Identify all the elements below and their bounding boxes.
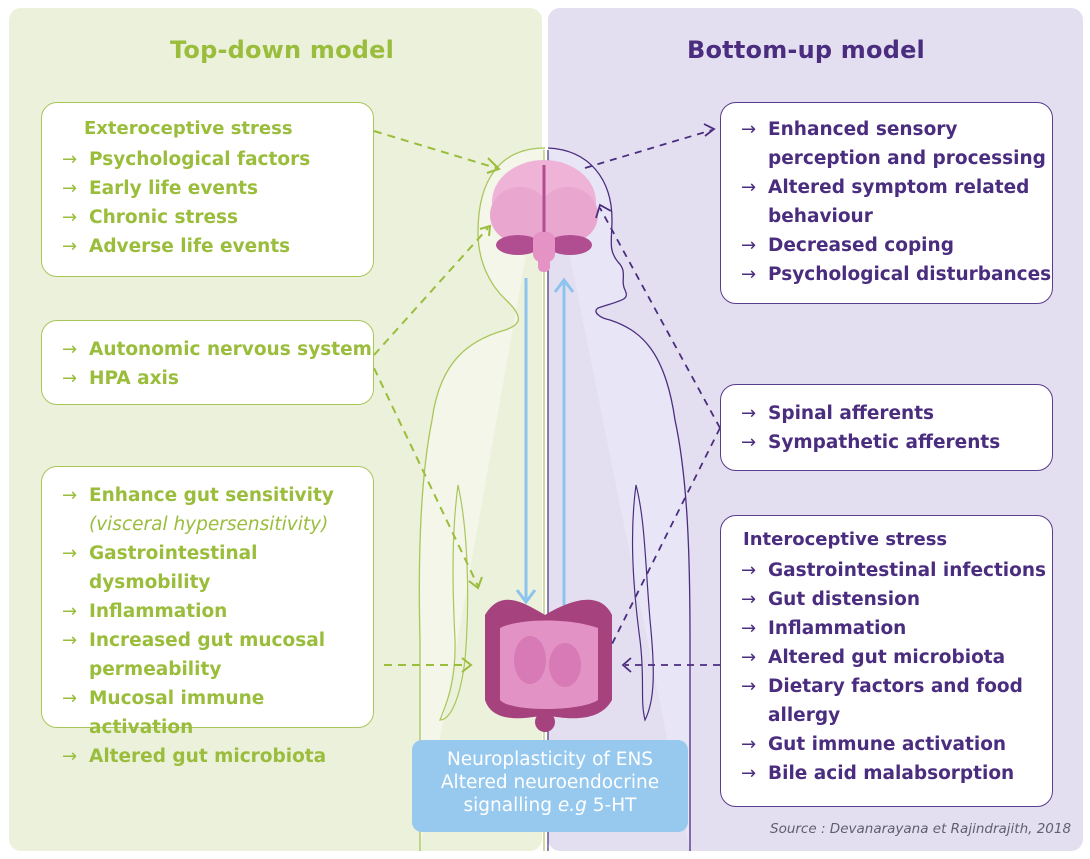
interoceptive-stress-box: Interoceptive stress →Gastrointestinal i… — [720, 515, 1053, 807]
intestine-icon — [485, 599, 612, 732]
list-item: →Gut immune activation — [741, 730, 1052, 759]
list-item: →Chronic stress — [62, 203, 373, 232]
list-item: →Altered gut microbiota — [62, 742, 373, 771]
arrow-right-icon: → — [741, 235, 757, 256]
arrow-right-icon: → — [741, 560, 757, 581]
list-item: →Enhanced sensory perception and process… — [741, 115, 1052, 173]
list-item: →Increased gut mucosal permeability — [62, 626, 373, 684]
ens-line: signalling e.g 5-HT — [463, 795, 637, 816]
list-item: →Decreased coping — [741, 231, 1052, 260]
brain-icon — [490, 160, 598, 272]
list-item: →Adverse life events — [62, 232, 373, 261]
arrow-right-icon: → — [62, 178, 78, 199]
arrow-right-icon: → — [741, 589, 757, 610]
arrow-right-icon: → — [62, 149, 78, 170]
gut-effects-box: →Enhance gut sensitivity(visceral hypers… — [41, 466, 374, 767]
ens-line: Neuroplasticity of ENS — [446, 749, 654, 770]
list-item: →Inflammation — [62, 597, 373, 626]
right-body-outline — [547, 147, 691, 851]
top-down-arrows — [373, 130, 497, 666]
list-item: →Gastrointestinal infections — [741, 556, 1052, 585]
box-heading: Interoceptive stress — [743, 529, 948, 550]
arrow-right-icon: → — [741, 763, 757, 784]
list-item: →Early life events — [62, 174, 373, 203]
ens-signalling-box: Neuroplasticity of ENS Altered neuroendo… — [412, 740, 688, 832]
list-item: →Bile acid malabsorption — [741, 759, 1052, 788]
arrow-right-icon: → — [62, 485, 78, 506]
arrow-right-icon: → — [741, 403, 757, 424]
list-item: →Dietary factors and food allergy — [741, 672, 1052, 730]
source-citation: Source : Devanarayana et Rajindrajith, 2… — [770, 821, 1072, 837]
autonomic-box: →Autonomic nervous system →HPA axis — [41, 320, 374, 405]
arrow-right-icon: → — [62, 236, 78, 257]
list-item: →Inflammation — [741, 614, 1052, 643]
arrow-right-icon: → — [741, 734, 757, 755]
subtext: (visceral hypersensitivity) — [89, 514, 329, 535]
arrow-right-icon: → — [62, 601, 78, 622]
list-item: →Gastrointestinal dysmobility — [62, 539, 373, 597]
exteroceptive-stress-box: Exteroceptive stress →Psychological fact… — [41, 102, 374, 277]
list-item: →Sympathetic afferents — [741, 428, 1052, 457]
list-item: →Gut distension — [741, 585, 1052, 614]
ens-line: Altered neuroendocrine — [440, 772, 660, 793]
arrow-right-icon: → — [62, 688, 78, 709]
list-item: →Spinal afferents — [741, 399, 1052, 428]
arrow-right-icon: → — [741, 618, 757, 639]
box-heading: Exteroceptive stress — [84, 118, 293, 139]
bottom-up-arrows — [584, 129, 721, 666]
left-arm-outline — [439, 484, 469, 721]
arrow-right-icon: → — [741, 676, 757, 697]
arrow-right-icon: → — [62, 630, 78, 651]
list-item: →Altered symptom related behaviour — [741, 173, 1052, 231]
afferents-box: →Spinal afferents →Sympathetic afferents — [720, 384, 1053, 471]
arrow-right-icon: → — [62, 543, 78, 564]
arrow-right-icon: → — [741, 264, 757, 285]
arrow-right-icon: → — [741, 647, 757, 668]
arrow-right-icon: → — [62, 368, 78, 389]
list-item: →Psychological factors — [62, 145, 373, 174]
arrow-right-icon: → — [62, 207, 78, 228]
list-item: →Autonomic nervous system — [62, 335, 373, 364]
left-body-outline — [418, 147, 546, 851]
arrow-right-icon: → — [62, 339, 78, 360]
right-arm-outline — [631, 484, 654, 722]
list-item: →Altered gut microbiota — [741, 643, 1052, 672]
bottom-up-title: Bottom-up model — [687, 36, 925, 64]
arrow-right-icon: → — [62, 746, 78, 767]
arrow-right-icon: → — [741, 119, 757, 140]
arrow-right-icon: → — [741, 432, 757, 453]
top-down-title: Top-down model — [170, 36, 395, 64]
list-item: →Enhance gut sensitivity(visceral hypers… — [62, 481, 373, 539]
arrow-right-icon: → — [741, 177, 757, 198]
list-item: →Mucosal immune activation — [62, 684, 373, 742]
sensory-effects-box: →Enhanced sensory perception and process… — [720, 102, 1053, 304]
list-item: →Psychological disturbances — [741, 260, 1052, 289]
list-item: →HPA axis — [62, 364, 373, 393]
